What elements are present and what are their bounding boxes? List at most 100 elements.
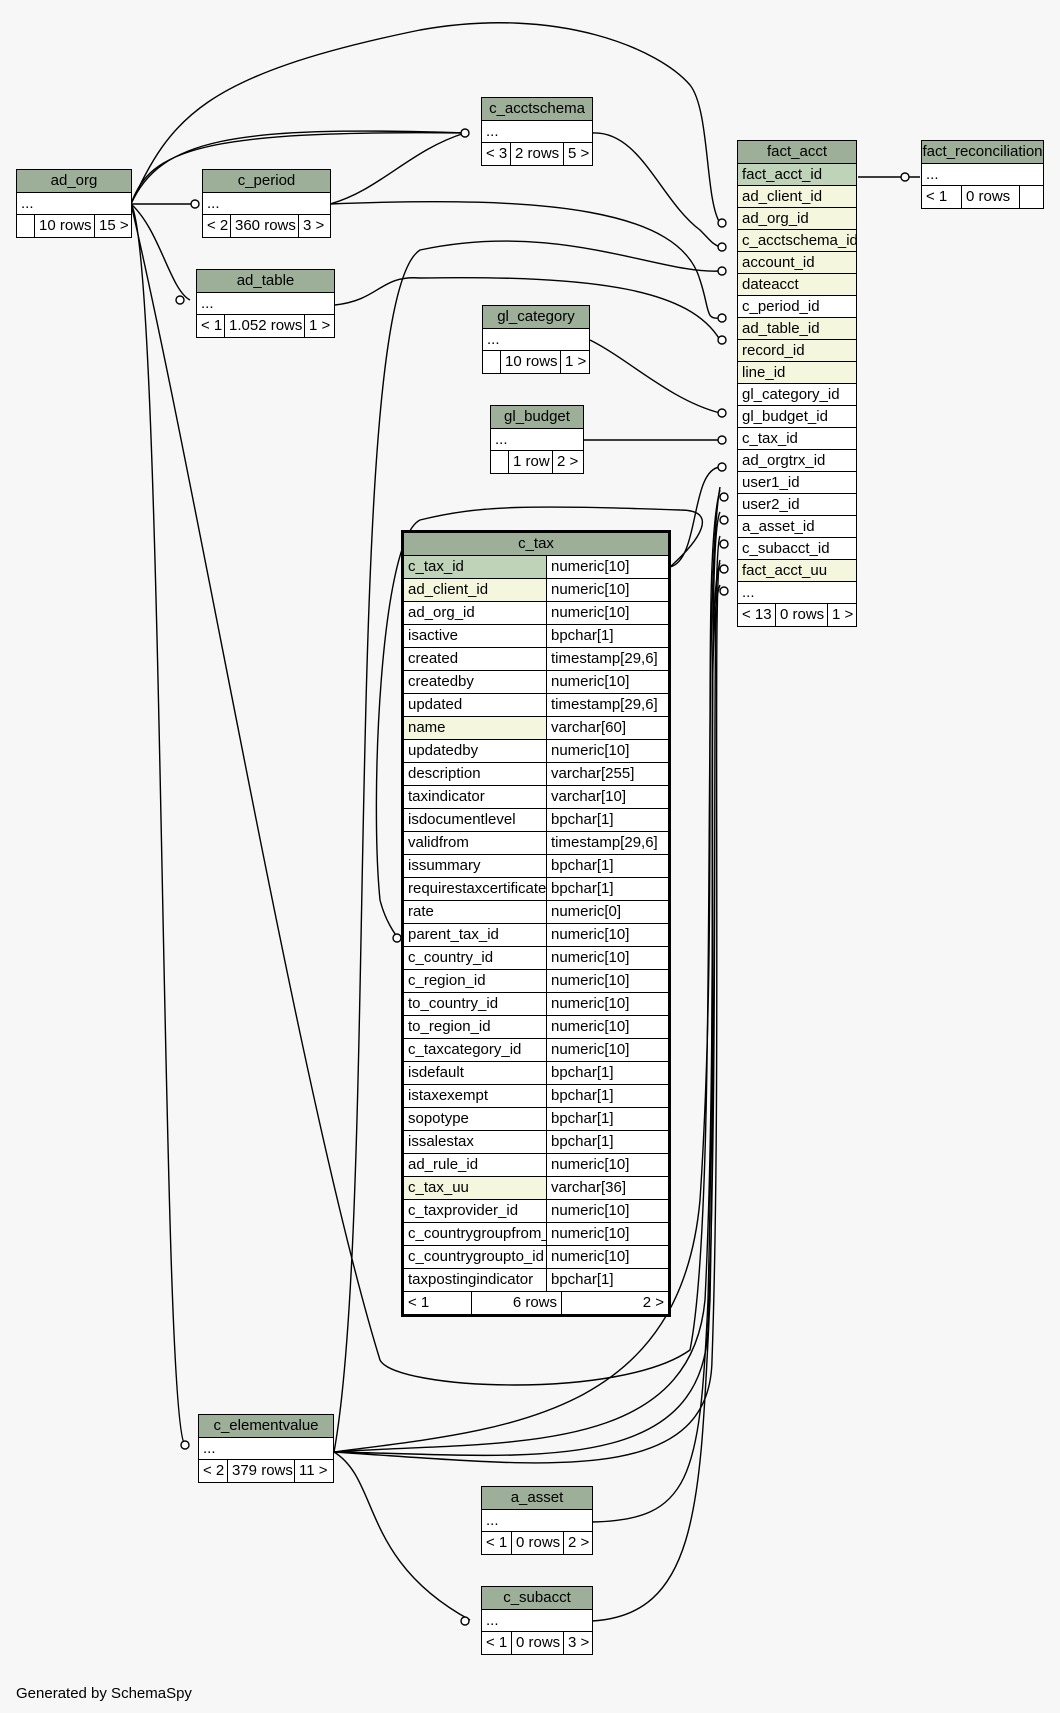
column-user2-id: user2_id [738,494,856,516]
column-type: numeric[10] [551,1225,630,1242]
column-fact-acct-uu: fact_acct_uu [738,560,856,582]
column-name: c_countrygroupto_id [404,1246,547,1268]
table-header: gl_category [483,306,589,329]
column-name: to_country_id [404,993,547,1015]
table-header: c_elementvalue [199,1415,333,1438]
table-footer: 10 rows 15 > [17,215,131,237]
table-ad-table[interactable]: ad_table ... < 1 1.052 rows 1 > [196,269,335,338]
table-gl-category[interactable]: gl_category ... 10 rows 1 > [482,305,590,374]
table-footer: < 2 379 rows 11 > [199,1460,333,1482]
column-type: numeric[0] [551,903,622,920]
column-account-id: account_id [738,252,856,274]
column-type: varchar[36] [551,1179,627,1196]
column-type: varchar[60] [551,719,627,736]
column-type: bpchar[1] [551,1064,614,1081]
column-type: bpchar[1] [551,1133,614,1150]
column-name: validfrom [404,832,547,854]
column-user1-id: user1_id [738,472,856,494]
column-type: numeric[10] [551,1202,630,1219]
table-c-elementvalue[interactable]: c_elementvalue ... < 2 379 rows 11 > [198,1414,334,1483]
table-footer: < 3 2 rows 5 > [482,143,592,165]
table-header: ad_table [197,270,334,293]
column-record-id: record_id [738,340,856,362]
table-header: c_acctschema [482,98,592,121]
column-type: numeric[10] [551,1041,630,1058]
table-fact-acct[interactable]: fact_acct fact_acct_id ad_client_id ad_o… [737,140,857,627]
table-gl-budget[interactable]: gl_budget ... 1 row 2 > [490,405,584,474]
table-header: gl_budget [491,406,583,429]
column-name: created [404,648,547,670]
table-footer: < 1 1.052 rows 1 > [197,315,334,337]
column-name: rate [404,901,547,923]
table-fact-reconciliation[interactable]: fact_reconciliation ... < 1 0 rows [921,140,1044,209]
column-name: updatedby [404,740,547,762]
column-more: ... [738,582,856,604]
column-type: numeric[10] [551,1018,630,1035]
table-column: ... [482,1510,592,1532]
table-footer: 10 rows 1 > [483,351,589,373]
table-footer: < 13 0 rows 1 > [738,604,856,626]
column-c-period-id: c_period_id [738,296,856,318]
column-name: parent_tax_id [404,924,547,946]
table-footer: < 1 6 rows 2 > [404,1292,668,1314]
column-type: bpchar[1] [551,1087,614,1104]
table-column: ... [482,1610,592,1632]
column-name: c_taxcategory_id [404,1039,547,1061]
column-name: c_countrygroupfrom_id [404,1223,547,1245]
column-type: timestamp[29,6] [551,650,658,667]
column-name: c_region_id [404,970,547,992]
table-c-period[interactable]: c_period ... < 2 360 rows 3 > [202,169,331,238]
column-name: issalestax [404,1131,547,1153]
table-header: a_asset [482,1487,592,1510]
table-column: ... [482,121,592,143]
table-column: ... [17,193,131,215]
column-name: c_tax_uu [404,1177,547,1199]
table-header: c_tax [404,533,668,556]
table-column: ... [491,429,583,451]
column-type: varchar[10] [551,788,627,805]
credit-text: Generated by SchemaSpy [16,1685,192,1702]
column-type: numeric[10] [551,673,630,690]
column-name: c_tax_id [404,556,547,578]
table-column: ... [203,193,330,215]
table-footer: < 2 360 rows 3 > [203,215,330,237]
table-a-asset[interactable]: a_asset ... < 1 0 rows 2 > [481,1486,593,1555]
table-c-subacct[interactable]: c_subacct ... < 1 0 rows 3 > [481,1586,593,1655]
column-a-asset-id: a_asset_id [738,516,856,538]
table-ad-org[interactable]: ad_org ... 10 rows 15 > [16,169,132,238]
column-gl-budget-id: gl_budget_id [738,406,856,428]
column-name: sopotype [404,1108,547,1130]
column-type: numeric[10] [551,926,630,943]
column-name: updated [404,694,547,716]
column-name: c_country_id [404,947,547,969]
table-c-acctschema[interactable]: c_acctschema ... < 3 2 rows 5 > [481,97,593,166]
column-type: bpchar[1] [551,880,614,897]
column-type: bpchar[1] [551,1271,614,1288]
column-type: numeric[10] [551,972,630,989]
column-ad-orgtrx-id: ad_orgtrx_id [738,450,856,472]
column-type: timestamp[29,6] [551,696,658,713]
column-type: timestamp[29,6] [551,834,658,851]
column-name: createdby [404,671,547,693]
column-name: name [404,717,547,739]
column-name: ad_client_id [404,579,547,601]
